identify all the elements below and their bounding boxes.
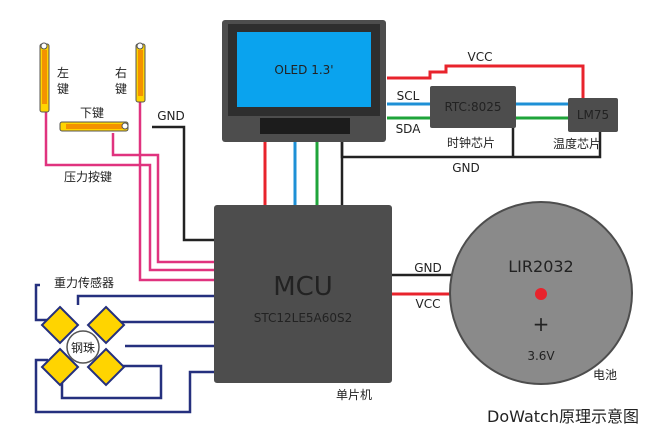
oled-screen xyxy=(237,32,371,107)
sensor-pad-top xyxy=(40,305,80,345)
steel-ball xyxy=(66,330,100,364)
gnd-label-right: GND xyxy=(452,161,480,175)
sensor-wire-6 xyxy=(34,358,214,414)
down-key-text: 下键 xyxy=(80,106,104,120)
sensor-pad-bottom xyxy=(86,347,126,387)
sensor-wire-4 xyxy=(60,364,163,400)
mcu-part: STC12LE5A60S2 xyxy=(254,311,353,325)
gravity-sensor xyxy=(40,305,126,387)
right-key-text-2: 键 xyxy=(115,82,127,96)
rtc-label: RTC:8025 xyxy=(444,100,501,114)
sensor-pad-right xyxy=(86,305,126,345)
lm75-chip xyxy=(568,98,618,132)
gravity-caption: 重力传感器 xyxy=(54,275,114,290)
battery-terminal xyxy=(535,288,547,300)
buttons-caption: 压力按键 xyxy=(64,170,112,184)
battery-voltage: 3.6V xyxy=(527,349,555,363)
right-key-wire xyxy=(138,100,214,282)
right-key-pad xyxy=(138,50,143,96)
oled-label: OLED 1.3' xyxy=(274,63,333,77)
battery-label: LIR2032 xyxy=(508,257,573,276)
gnd-label-battery: GND xyxy=(414,261,442,275)
left-key-pad xyxy=(42,50,47,104)
down-key-cap xyxy=(121,122,129,130)
rtc-chip xyxy=(430,86,516,128)
gnd-label-buttons: GND xyxy=(157,109,185,123)
vcc-wire-top xyxy=(387,64,585,98)
mcu-title: MCU xyxy=(273,272,333,302)
right-key-cap xyxy=(136,42,144,50)
vcc-label-battery: VCC xyxy=(416,297,441,311)
rtc-caption: 时钟芯片 xyxy=(447,135,495,150)
left-key-wire xyxy=(44,110,214,272)
lm75-caption: 温度芯片 xyxy=(553,136,601,151)
down-key-wire xyxy=(111,133,214,264)
buttons-gnd-wire xyxy=(152,125,214,242)
left-key-cap xyxy=(40,42,48,50)
left-key-text-1: 左 xyxy=(57,65,69,80)
oled-connector xyxy=(260,118,350,134)
down-key-pad xyxy=(66,124,122,129)
mcu-chip xyxy=(214,205,392,383)
mcu-caption: 单片机 xyxy=(336,388,372,402)
steel-ball-label: 钢珠 xyxy=(71,341,95,355)
sda-label: SDA xyxy=(396,122,422,136)
diagram-title: DoWatch原理示意图 xyxy=(487,407,639,426)
lm75-label: LM75 xyxy=(577,108,609,122)
battery-plus: + xyxy=(533,312,550,336)
right-key-text-1: 右 xyxy=(115,65,127,80)
sensor-wire-2 xyxy=(34,283,50,322)
sensor-wire-1 xyxy=(76,294,214,305)
sensor-pad-left xyxy=(40,347,80,387)
scl-label: SCL xyxy=(397,89,420,103)
battery-caption: 电池 xyxy=(593,368,617,382)
vcc-label-top: VCC xyxy=(468,50,493,64)
left-key-text-2: 键 xyxy=(57,82,69,96)
